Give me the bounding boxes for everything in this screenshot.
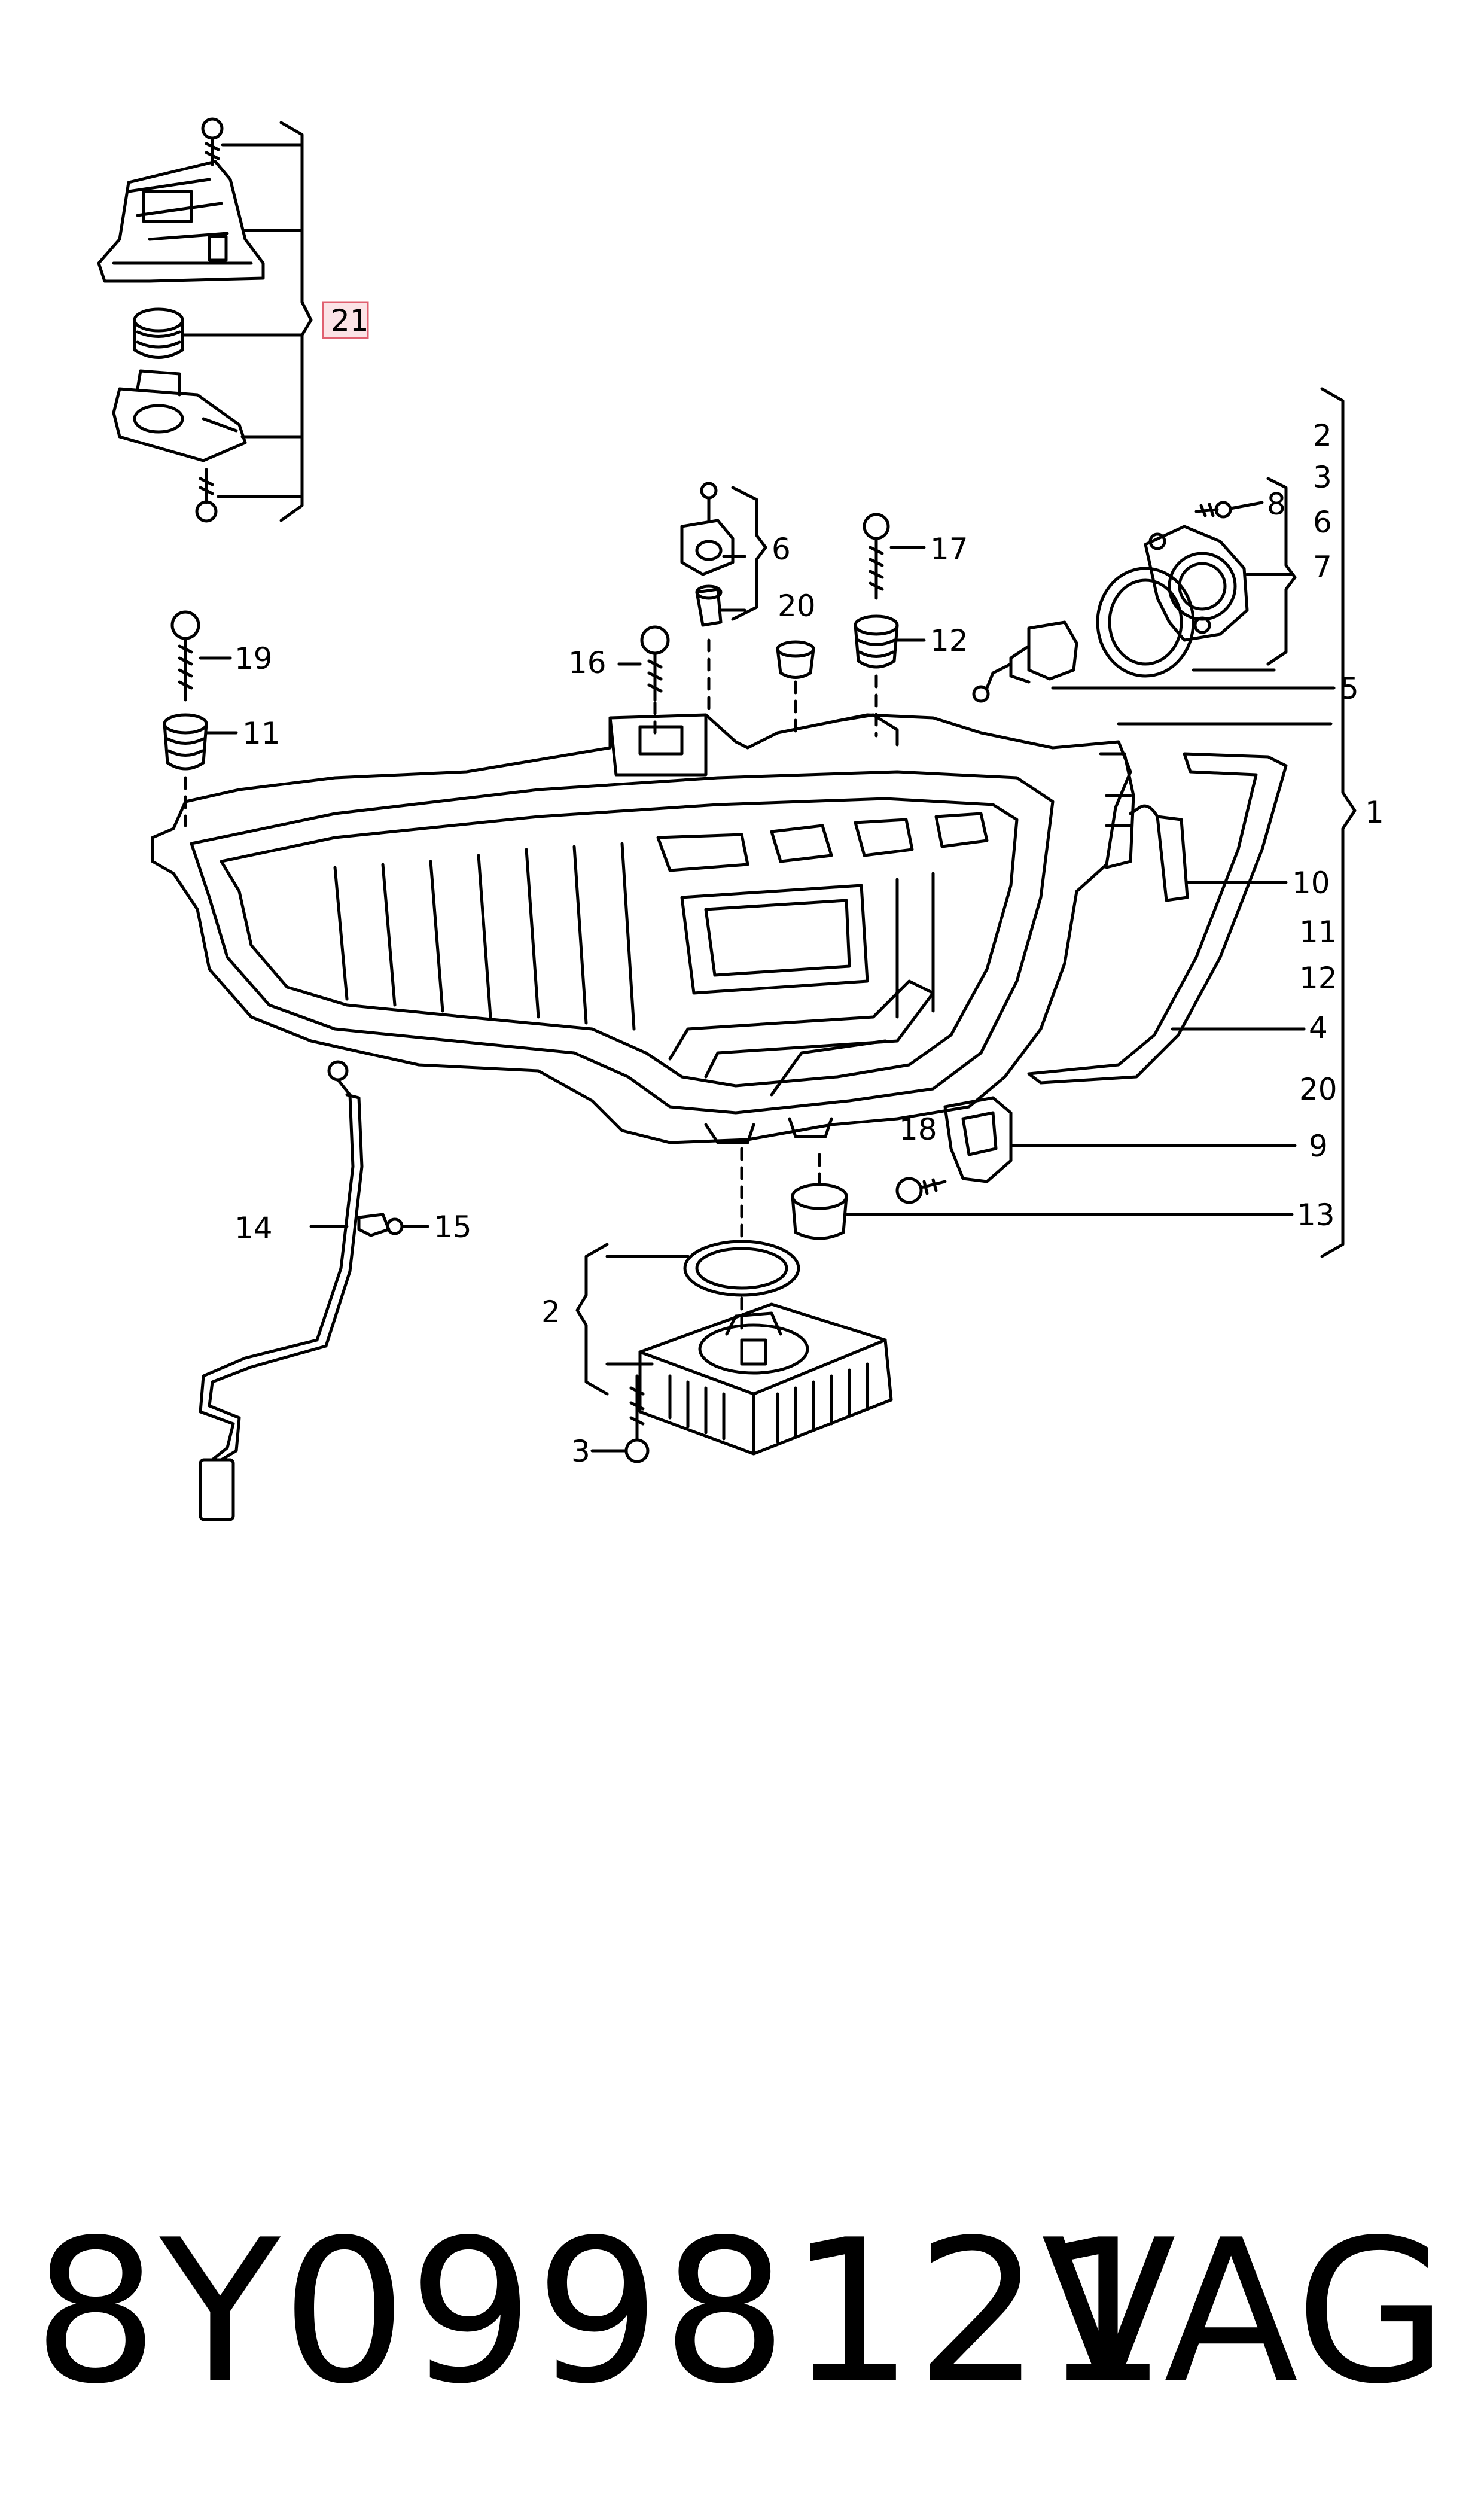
callout-6-right: 6 (1313, 505, 1332, 540)
callout-12-top: 12 (930, 623, 968, 658)
callout-7: 7 (1313, 550, 1332, 584)
part-number: 8Y0998121 (33, 2197, 1169, 2427)
clip-10 (1129, 804, 1288, 902)
cover-cap-7 (1096, 477, 1297, 678)
callout-11-right: 11 (1299, 915, 1337, 949)
callout-13: 13 (1297, 1198, 1335, 1232)
headlight-exploded-diagram: 21 2 3 6 7 8 5 6 17 12 20 16 19 11 1 10 … (97, 117, 1384, 1521)
callout-21-highlight (322, 301, 369, 339)
callout-8: 8 (1267, 487, 1286, 522)
callout-19: 19 (234, 641, 273, 676)
callout-11-left: 11 (242, 716, 281, 751)
callout-20-top: 20 (778, 589, 816, 623)
screw-17-and-cap-12 (854, 513, 926, 738)
bulb-5 (972, 620, 1336, 703)
callout-14: 14 (234, 1211, 273, 1246)
callout-4: 4 (1309, 1010, 1328, 1045)
sensor-cable-14 (199, 1060, 364, 1521)
brace-1 (1320, 387, 1357, 1258)
seal-4 (1027, 752, 1306, 1085)
callout-18: 18 (899, 1112, 937, 1147)
headlamp-housing-1 (151, 713, 1333, 1144)
callout-21: 21 (331, 303, 369, 338)
callout-5: 5 (1340, 671, 1359, 706)
callout-20-right: 20 (1299, 1072, 1337, 1107)
callout-2-bottom: 2 (541, 1295, 560, 1329)
plug-20 (776, 640, 815, 738)
callout-2-right: 2 (1313, 418, 1332, 453)
callout-16: 16 (568, 646, 607, 680)
callout-3-bottom: 3 (571, 1434, 590, 1469)
callout-12-right: 12 (1299, 961, 1337, 995)
clip-15 (357, 1213, 429, 1237)
callout-17: 17 (930, 532, 968, 567)
callout-1: 1 (1365, 795, 1384, 830)
adjuster-6 (680, 482, 767, 714)
brand-label: VAG (1041, 2197, 1448, 2427)
bracket-9 (943, 1096, 1297, 1183)
callout-6-top: 6 (772, 532, 791, 567)
callout-3-right: 3 (1313, 460, 1332, 495)
screw-18 (895, 1177, 947, 1204)
bracket-assembly-21 (97, 117, 313, 523)
callout-9: 9 (1309, 1129, 1328, 1164)
callout-15: 15 (434, 1210, 472, 1244)
callout-10: 10 (1292, 866, 1330, 900)
callout-labels: 21 2 3 6 7 8 5 6 17 12 20 16 19 11 1 10 … (234, 303, 1384, 1469)
plug-13 (791, 1153, 1294, 1240)
screw-16 (617, 625, 670, 738)
ballast-module-2 (575, 1147, 893, 1463)
screw-19-and-cap-11 (163, 610, 238, 827)
